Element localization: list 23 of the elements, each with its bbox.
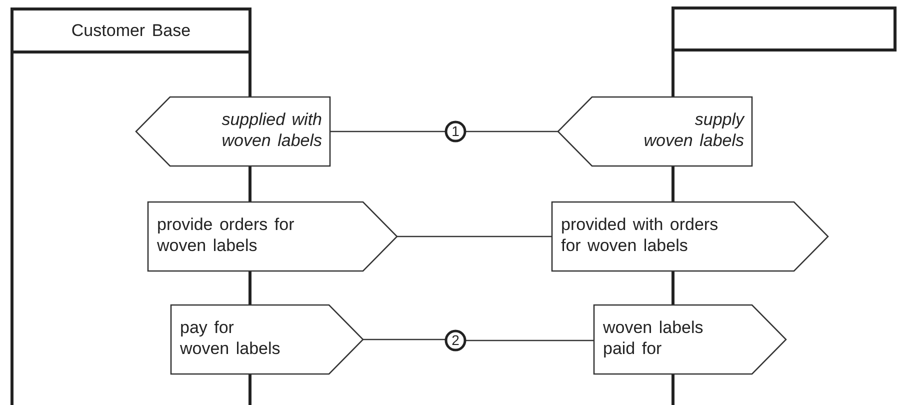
- right-pointing-tag: [552, 202, 828, 271]
- step-number: 1: [450, 122, 460, 141]
- numbered-circle: [445, 330, 466, 351]
- right-pointing-tag: [148, 202, 397, 271]
- left-pointing-tag: [558, 97, 752, 166]
- connector-line: [466, 130, 558, 132]
- act-label: woven labels paid for: [603, 317, 704, 359]
- act-label: pay for woven labels: [180, 317, 282, 359]
- step-number: 2: [450, 331, 460, 350]
- connector-line: [363, 338, 445, 340]
- numbered-circle: [445, 121, 466, 142]
- act-label: provided with orders for woven labels: [561, 214, 720, 256]
- act-label: provide orders for woven labels: [157, 214, 296, 256]
- right-pointing-tag: [171, 305, 363, 374]
- act-label: supplied with woven labels: [220, 109, 322, 151]
- actor-header-box: [673, 8, 895, 50]
- actor-name: Customer Base: [70, 20, 192, 41]
- connector-line: [397, 236, 552, 238]
- connector-line: [466, 340, 594, 342]
- right-pointing-tag: [594, 305, 786, 374]
- act-label: supply woven labels: [642, 109, 744, 151]
- left-pointing-tag: [136, 97, 330, 166]
- connector-line: [330, 130, 445, 132]
